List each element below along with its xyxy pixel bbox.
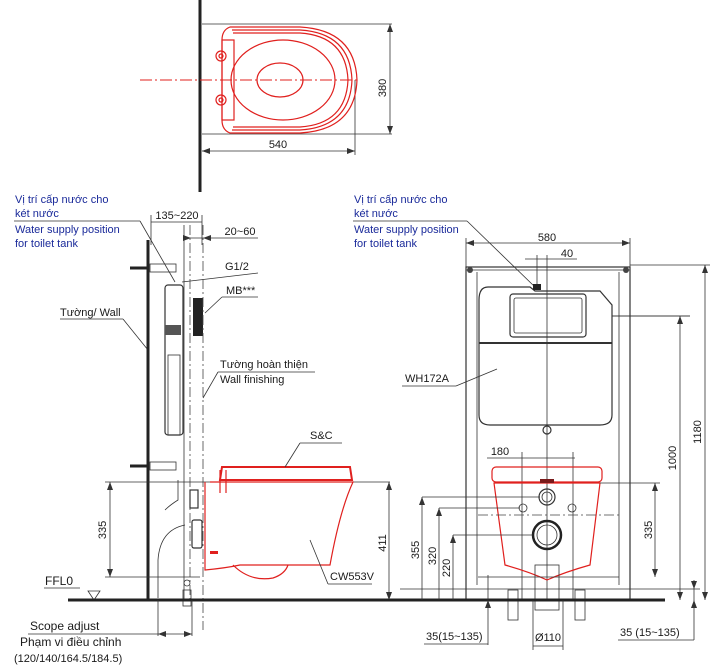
label-mb: MB*** — [226, 285, 256, 297]
label-g12: G1/2 — [225, 261, 249, 273]
water-supply-label-en-2: for toilet tank — [15, 238, 78, 250]
dim-1000: 1000 — [667, 446, 679, 470]
leader-water-supply — [139, 220, 176, 283]
dim-540: 540 — [269, 139, 287, 151]
label-wall-finishing-en: Wall finishing — [220, 374, 284, 386]
label-wall: Tường/ Wall — [60, 307, 121, 319]
top-view: 380 540 — [140, 0, 393, 192]
water-supply-label-en: Water supply position — [15, 224, 120, 236]
flush-plate-opening — [509, 293, 587, 338]
dim-335-side: 335 — [97, 521, 109, 539]
front-leader-water-supply — [466, 220, 536, 288]
dim-580: 580 — [538, 232, 556, 244]
dim-320: 320 — [427, 547, 439, 565]
dim-180: 180 — [491, 446, 509, 458]
scope-adjust-vi: Phạm vi điều chỉnh — [20, 635, 121, 649]
dim-35-left: 35(15~135) — [426, 631, 483, 643]
label-wall-finishing-vi: Tường hoàn thiện — [220, 359, 308, 371]
label-wh172a: WH172A — [405, 373, 450, 385]
dim-335-front: 335 — [643, 521, 655, 539]
dim-20-60: 20~60 — [225, 226, 256, 238]
side-view: Vị trí cấp nước cho két nước Water suppl… — [14, 194, 400, 665]
dim-1180: 1180 — [692, 420, 704, 444]
floor-level-marker — [87, 590, 101, 601]
front-water-supply-label-en-2: for toilet tank — [354, 238, 417, 250]
label-cw553v: CW553V — [330, 571, 375, 583]
label-ffl0: FFL0 — [45, 574, 73, 588]
toilet-side-outline — [204, 466, 354, 580]
front-view: Vị trí cấp nước cho két nước Water suppl… — [353, 194, 710, 650]
dim-220: 220 — [441, 559, 453, 577]
scope-adjust-en: Scope adjust — [30, 619, 100, 633]
toilet-front-outline — [491, 466, 603, 581]
front-water-supply-label-en: Water supply position — [354, 224, 459, 236]
dim-380: 380 — [377, 79, 389, 97]
mb-plate — [193, 298, 203, 336]
front-water-supply-label-vi-2: két nước — [354, 208, 398, 220]
front-water-supply-label-vi: Vị trí cấp nước cho — [354, 194, 447, 206]
label-sc: S&C — [310, 430, 333, 442]
dim-40: 40 — [561, 248, 573, 260]
cistern-tank — [478, 286, 613, 426]
water-supply-label-vi-2: két nước — [15, 208, 59, 220]
dim-355: 355 — [410, 541, 422, 559]
dim-35-right: 35 (15~135) — [620, 627, 680, 639]
scope-adjust-values: (120/140/164.5/184.5) — [14, 653, 122, 665]
dim-d110: Ø110 — [535, 632, 561, 644]
water-supply-label-vi: Vị trí cấp nước cho — [15, 194, 108, 206]
dim-411: 411 — [377, 534, 389, 552]
dim-135-220: 135~220 — [155, 210, 198, 222]
